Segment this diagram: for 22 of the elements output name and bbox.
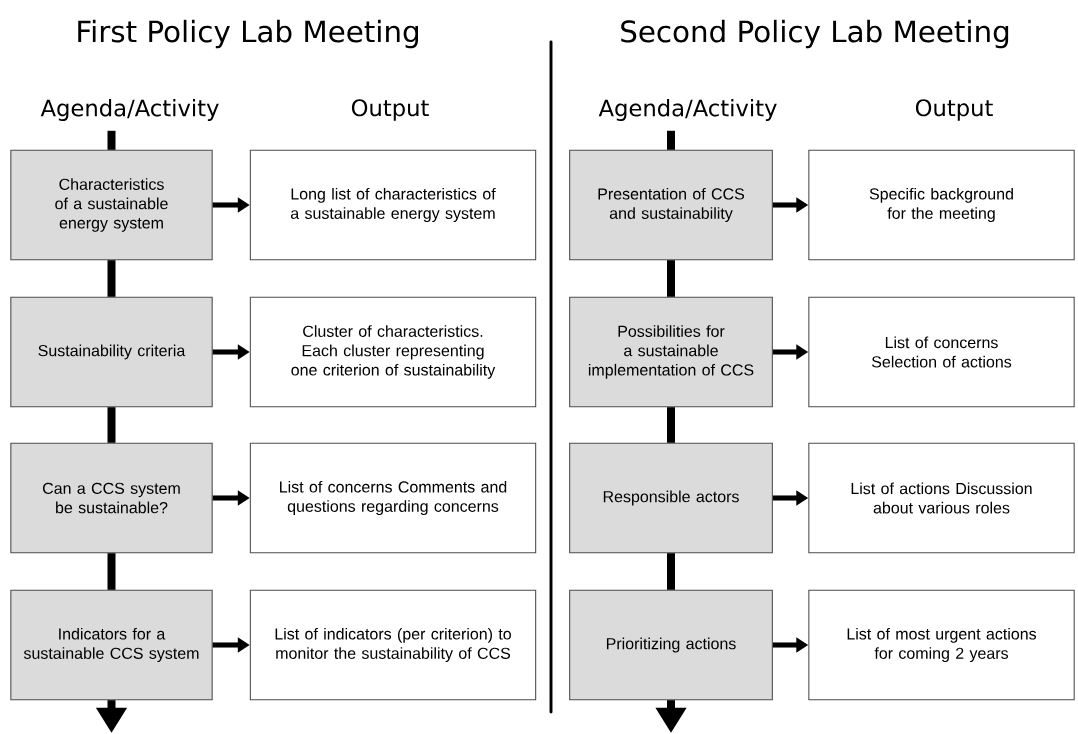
column-heading: Agenda/Activity (40, 99, 219, 121)
activity-box: Characteristics of a sustainable energy system (10, 149, 213, 261)
title-text: Second Policy Lab Meeting (621, 19, 1009, 49)
title-text: First Policy Lab Meeting (78, 19, 418, 49)
column-heading: Agenda/Activity (598, 99, 777, 121)
column-heading: Output (351, 99, 429, 121)
activity-box: Indicators for a sustainable CCS system (10, 589, 213, 701)
output-box: Long list of characteristics of a sustainable energy system (249, 149, 537, 261)
activity-box: Prioritizing actions (569, 589, 773, 701)
output-box: Specific background for the meeting (808, 149, 1075, 261)
output-box: Cluster of characteristics. Each cluster representing one criterion of sustainability (249, 296, 537, 408)
output-box: List of concerns Comments and questions regarding concerns (249, 442, 537, 554)
output-box: List of concerns Selection of actions (808, 296, 1075, 408)
activity-box: Responsible actors (569, 442, 773, 554)
column-heading: Output (915, 99, 993, 121)
output-box: List of actions Discussion about various roles (808, 442, 1075, 554)
activity-box: Presentation of CCS and sustainability (569, 149, 773, 261)
activity-box: Sustainability criteria (10, 296, 213, 408)
output-box: List of most urgent actions for coming 2 years (808, 589, 1075, 701)
activity-box: Possibilities for a sustainable implementation of CCS (569, 296, 773, 408)
output-box: List of indicators (per criterion) to monitor the sustainability of CCS (249, 589, 537, 701)
activity-box: Can a CCS system be sustainable? (10, 442, 213, 554)
